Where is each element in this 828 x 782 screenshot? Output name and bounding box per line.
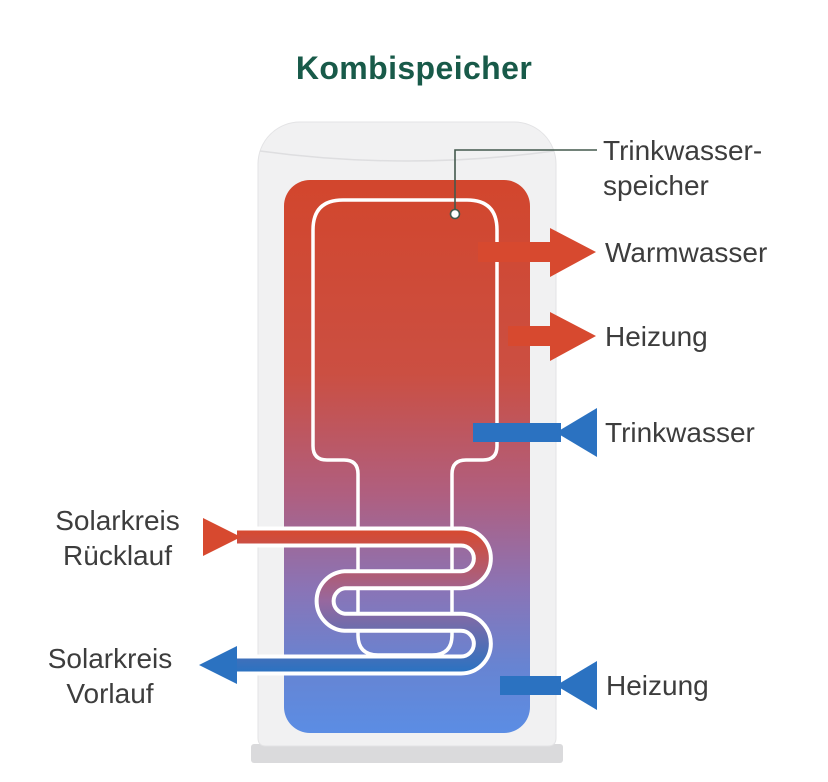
label-line: Trinkwasser-	[603, 135, 763, 166]
label-solarkreis-vorlauf: Solarkreis Vorlauf	[25, 641, 195, 711]
label-line: Rücklauf	[63, 540, 172, 571]
pointer-dot	[449, 208, 461, 220]
label-line: Solarkreis	[47, 643, 173, 674]
heizung-bottom-arrow	[500, 661, 597, 710]
label-trinkwasserspeicher: Trinkwasser- speicher	[603, 133, 762, 203]
warmwasser-arrowhead-icon	[550, 228, 596, 277]
label-line: Solarkreis	[55, 505, 180, 536]
label-warmwasser: Warmwasser	[605, 237, 768, 268]
diagram-title: Kombispeicher	[295, 50, 533, 86]
solar-vorlauf-arrowhead-icon	[199, 646, 237, 684]
heizung-top-arrowhead-icon	[550, 312, 596, 361]
label-trinkwasser: Trinkwasser	[605, 417, 755, 448]
warmwasser-pipe	[478, 242, 552, 262]
pointer-line	[454, 149, 597, 212]
warmwasser-arrow	[478, 228, 596, 277]
heizung-bottom-pipe	[500, 676, 561, 695]
solar-coil	[233, 530, 489, 672]
trinkwasser-pipe	[473, 423, 561, 442]
heizung-bottom-arrowhead-icon	[556, 661, 597, 710]
trinkwasser-arrowhead-icon	[556, 408, 597, 457]
heizung-top-pipe	[508, 326, 552, 346]
tank-lid-seam	[259, 150, 555, 162]
label-line: Vorlauf	[66, 678, 154, 709]
solar-ruecklauf-arrowhead-icon	[203, 518, 241, 556]
label-solarkreis-ruecklauf: Solarkreis Rücklauf	[30, 503, 205, 573]
label-heizung-top: Heizung	[605, 321, 708, 352]
heizung-top-arrow	[508, 312, 596, 361]
tank-gradient-body	[284, 180, 530, 733]
tank-base	[251, 744, 563, 763]
trinkwasser-arrow	[473, 408, 597, 457]
label-heizung-bottom: Heizung	[606, 670, 709, 701]
label-line: speicher	[603, 170, 709, 201]
inner-vessel-outline	[311, 198, 499, 657]
